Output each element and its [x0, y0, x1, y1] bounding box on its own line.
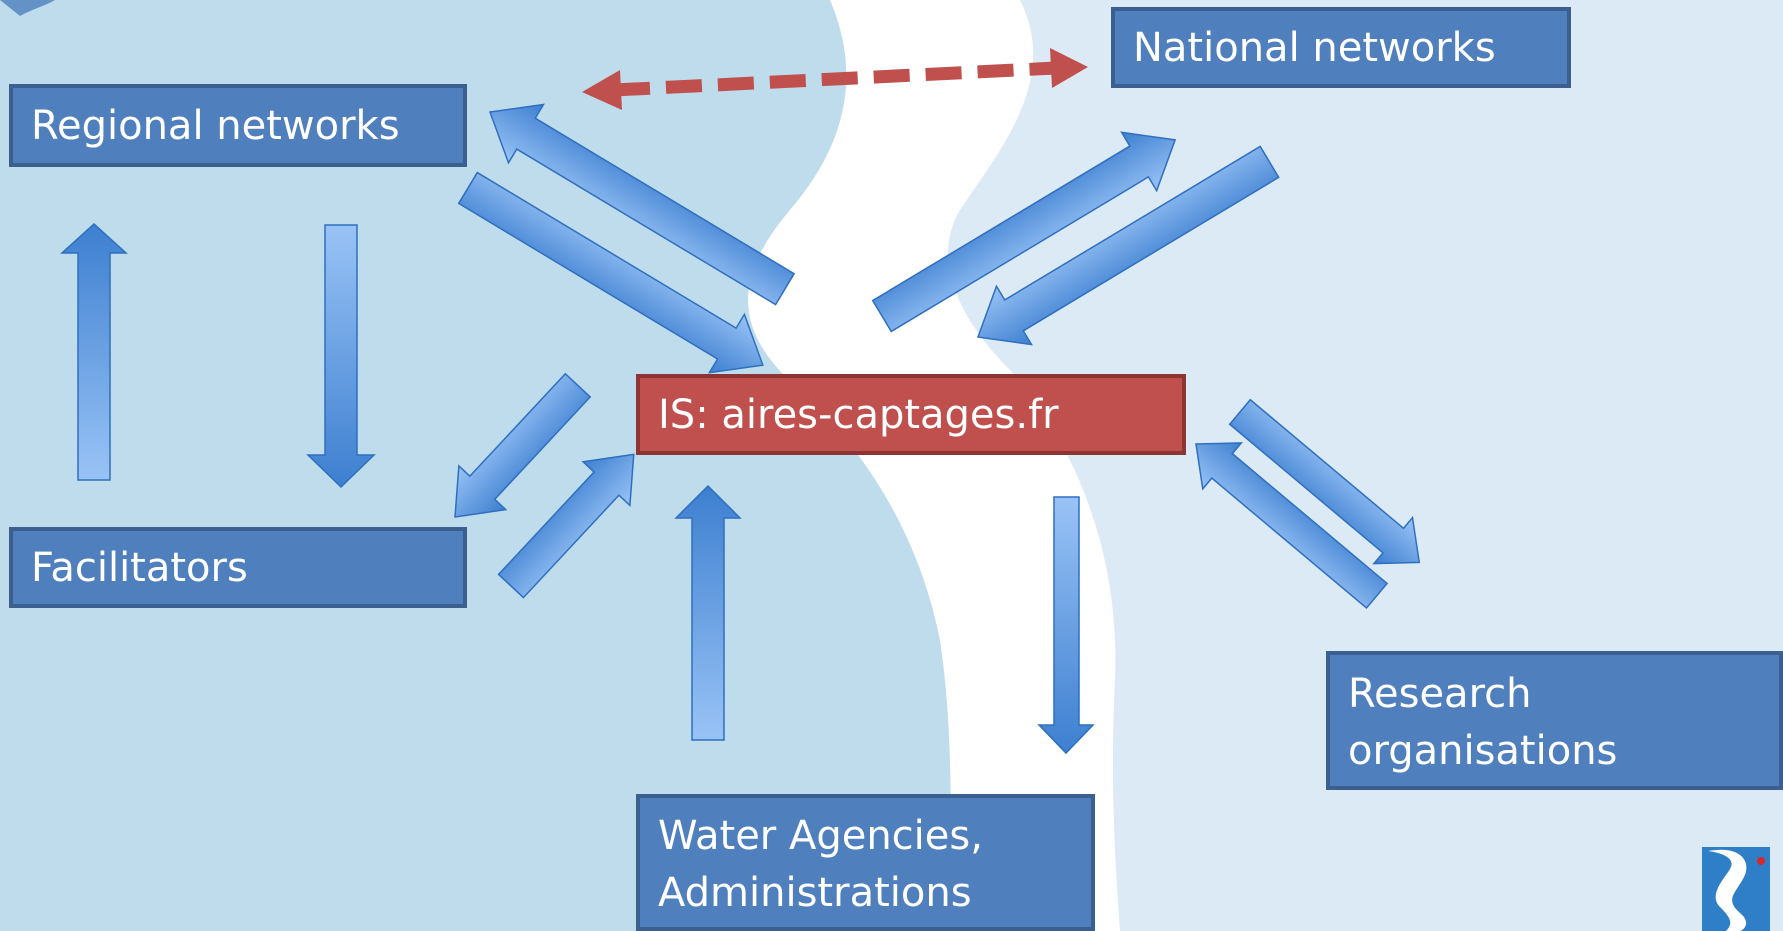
node-water-label-line2: Administrations — [658, 870, 972, 916]
corner-decoration — [0, 0, 55, 16]
arrow-research-to-center — [1195, 442, 1389, 610]
arrow-facilitators-to-center — [497, 453, 635, 599]
node-research-label-line1: Research — [1348, 671, 1532, 717]
node-center-label: IS: aires-captages.fr — [658, 392, 1059, 438]
node-national-networks: National networks — [1111, 7, 1571, 88]
node-regional-networks: Regional networks — [9, 84, 467, 167]
arrow-national-to-center — [976, 145, 1280, 346]
arrow-regional-to-facilitators — [306, 224, 376, 489]
node-regional-label: Regional networks — [31, 103, 400, 149]
logo-icon — [1702, 847, 1770, 931]
node-facilitators-label: Facilitators — [31, 545, 248, 591]
arrow-water-to-center — [674, 484, 742, 741]
node-information-system: IS: aires-captages.fr — [636, 374, 1186, 455]
arrow-center-to-national — [871, 131, 1177, 333]
arrow-center-to-research — [1228, 398, 1421, 565]
node-water-label-line1: Water Agencies, — [658, 813, 983, 859]
arrow-center-down — [1037, 496, 1095, 755]
arrow-facilitators-to-regional — [60, 222, 128, 481]
node-research-label-line2: organisations — [1348, 728, 1618, 774]
arrow-center-to-regional — [488, 103, 796, 306]
node-water-agencies: Water Agencies, Administrations — [636, 794, 1095, 931]
node-national-label: National networks — [1133, 25, 1496, 71]
dashed-double-arrow — [582, 48, 1088, 110]
node-facilitators: Facilitators — [9, 527, 467, 608]
node-research-organisations: Research organisations — [1326, 651, 1783, 790]
arrow-regional-to-center — [457, 171, 764, 374]
river-band — [748, 0, 1120, 931]
arrow-center-to-facilitators — [454, 372, 592, 518]
